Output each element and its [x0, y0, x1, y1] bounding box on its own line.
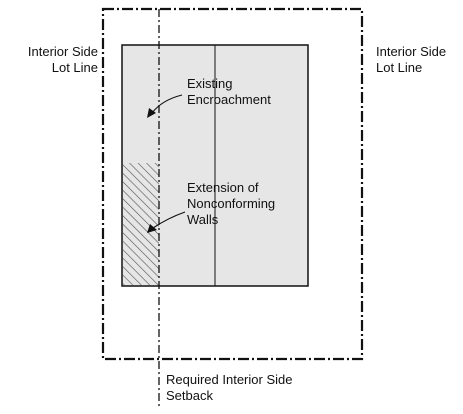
lot-boundary — [101, 7, 364, 361]
existing-encroachment-label: Existing Encroachment — [187, 76, 271, 108]
existing-encroachment-label-line1: Existing — [187, 76, 233, 91]
encroachment-leader — [151, 94, 183, 114]
encroachment-arrowhead — [147, 108, 156, 118]
required-setback-label: Required Interior Side Setback — [166, 372, 292, 404]
extension-label-line3: Walls — [187, 212, 219, 227]
extension-nonconforming-walls-label: Extension of Nonconforming Walls — [187, 180, 275, 228]
extension-label-line2: Nonconforming — [187, 196, 276, 211]
hatched-extension-area — [123, 163, 159, 285]
required-setback-label-line1: Required Interior Side — [166, 372, 293, 387]
right-lot-line-label-line2: Lot Line — [376, 60, 423, 75]
required-setback-label-line2: Setback — [166, 388, 213, 403]
extension-arrowhead — [147, 224, 157, 233]
right-lot-line-label-line1: Interior Side — [376, 44, 447, 59]
left-lot-line-label-line1: Interior Side — [27, 44, 98, 59]
left-lot-line-label-line2: Lot Line — [51, 60, 98, 75]
right-lot-line-label: Interior Side Lot Line — [376, 44, 446, 76]
left-lot-line-label: Interior Side Lot Line — [2, 44, 98, 76]
extension-label-line1: Extension of — [187, 180, 259, 195]
existing-encroachment-label-line2: Encroachment — [187, 92, 271, 107]
extension-leader — [152, 211, 186, 229]
